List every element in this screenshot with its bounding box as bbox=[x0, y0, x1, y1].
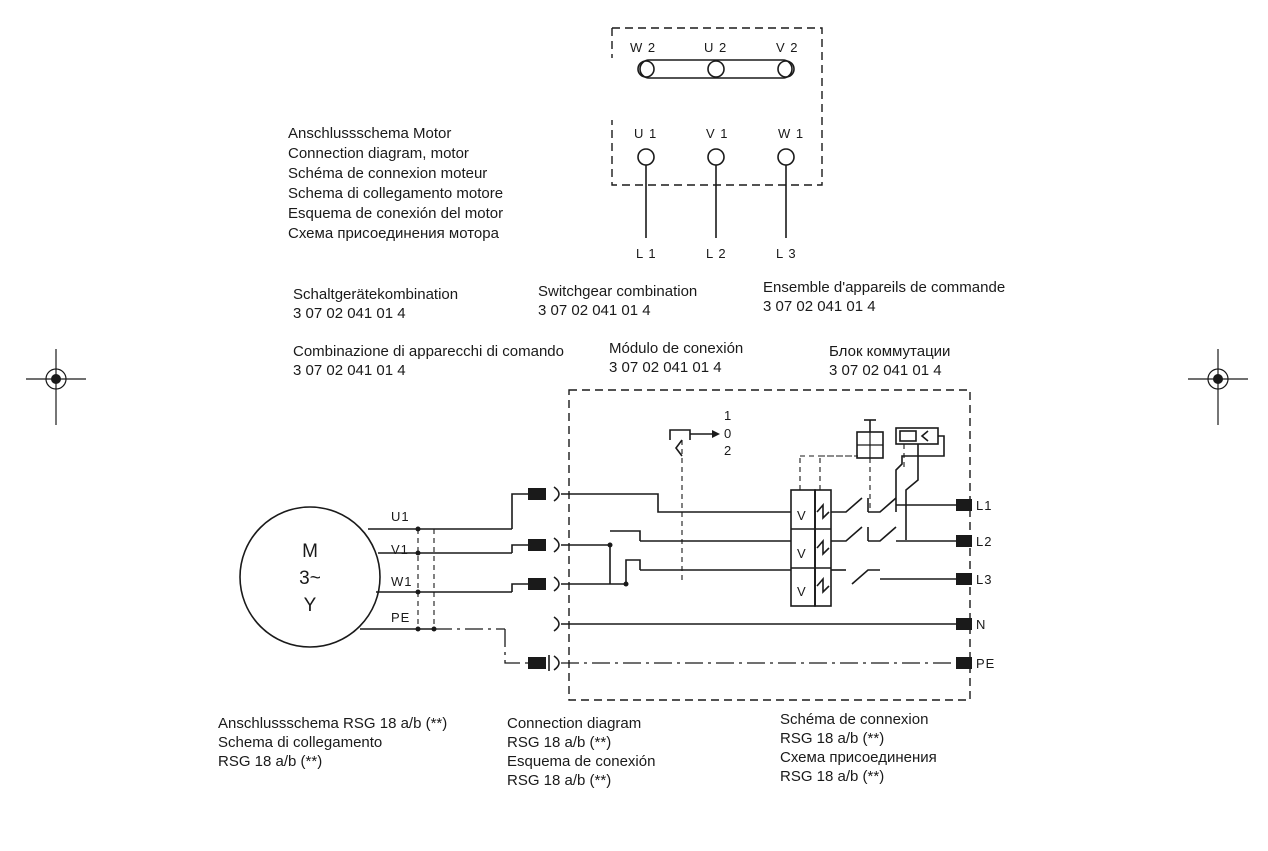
switchgear-name-it: Combinazione di apparecchi di comando bbox=[293, 343, 564, 360]
caption-right-4: RSG 18 a/b (**) bbox=[780, 768, 884, 785]
registration-mark-left bbox=[26, 349, 86, 425]
selector-position-0: 0 bbox=[724, 426, 732, 441]
lead-label-v1: V1 bbox=[391, 542, 409, 557]
motor-caption-en: Connection diagram, motor bbox=[288, 145, 469, 162]
switchgear-labels: Schaltgerätekombination 3 07 02 041 01 4… bbox=[293, 279, 1005, 379]
switchgear-name-fr: Ensemble d'appareils de commande bbox=[763, 279, 1005, 296]
terminal-label-w1: W 1 bbox=[778, 126, 804, 141]
switchgear-boundary bbox=[568, 389, 971, 701]
terminal-label-u2: U 2 bbox=[704, 40, 727, 55]
motor-caption-fr: Schéma de connexion moteur bbox=[288, 165, 487, 182]
relay-mark-1: V bbox=[797, 508, 807, 523]
selector-position-2: 2 bbox=[724, 443, 732, 458]
caption-left-1: Anschlussschema RSG 18 a/b (**) bbox=[218, 715, 447, 732]
caption-left-3: RSG 18 a/b (**) bbox=[218, 753, 322, 770]
switchgear-code-de: 3 07 02 041 01 4 bbox=[293, 305, 406, 322]
caption-middle-1: Connection diagram bbox=[507, 715, 641, 732]
motor-symbol-phase: 3~ bbox=[299, 568, 321, 589]
caption-left-2: Schema di collegamento bbox=[218, 734, 382, 751]
selector-position-1: 1 bbox=[724, 408, 732, 423]
switchgear-code-es: 3 07 02 041 01 4 bbox=[609, 359, 722, 376]
motor-terminal-box: W 2 U 2 V 2 U 1 V 1 W 1 L 1 L 2 L 3 bbox=[611, 27, 823, 261]
terminal-label-u1: U 1 bbox=[634, 126, 657, 141]
switchgear-name-de: Schaltgerätekombination bbox=[293, 286, 458, 303]
motor-leads: U1 V1 W1 PE bbox=[360, 493, 528, 664]
motor-caption-de: Anschlussschema Motor bbox=[288, 125, 451, 142]
switchgear-code-fr: 3 07 02 041 01 4 bbox=[763, 298, 876, 315]
motor-caption-es: Esquema de conexión del motor bbox=[288, 205, 503, 222]
caption-middle-3: Esquema de conexión bbox=[507, 753, 655, 770]
supply-label-pe: PE bbox=[976, 656, 995, 671]
terminal-label-w2: W 2 bbox=[630, 40, 656, 55]
caption-right-1: Schéma de connexion bbox=[780, 711, 928, 728]
relay-mark-3: V bbox=[797, 584, 807, 599]
switchgear-name-ru: Блок коммутации bbox=[829, 343, 950, 360]
relay-mark-2: V bbox=[797, 546, 807, 561]
switchgear-name-en: Switchgear combination bbox=[538, 283, 697, 300]
supply-terminals: L1 L2 L3 N PE bbox=[956, 498, 995, 671]
line-label-l1: L 1 bbox=[636, 246, 657, 261]
motor-caption-ru: Схема присоединения мотора bbox=[288, 225, 500, 242]
switchgear-code-it: 3 07 02 041 01 4 bbox=[293, 362, 406, 379]
supply-label-l2: L2 bbox=[976, 534, 992, 549]
caption-right-2: RSG 18 a/b (**) bbox=[780, 730, 884, 747]
motor-caption: Anschlussschema Motor Connection diagram… bbox=[288, 125, 503, 242]
caption-middle-4: RSG 18 a/b (**) bbox=[507, 772, 611, 789]
bottom-captions: Anschlussschema RSG 18 a/b (**) Schema d… bbox=[218, 711, 937, 789]
terminal-label-v1: V 1 bbox=[706, 126, 729, 141]
switchgear-code-en: 3 07 02 041 01 4 bbox=[538, 302, 651, 319]
registration-mark-right bbox=[1188, 349, 1248, 425]
lead-label-pe: PE bbox=[391, 610, 410, 625]
motor-symbol: M 3~ Y bbox=[239, 506, 381, 648]
caption-right-3: Схема присоединения bbox=[780, 749, 937, 766]
motor-connectors bbox=[528, 486, 560, 671]
switchgear-name-es: Módulo de conexión bbox=[609, 340, 743, 357]
lead-label-u1: U1 bbox=[391, 509, 410, 524]
motor-symbol-m: M bbox=[302, 541, 318, 562]
motor-caption-it: Schema di collegamento motore bbox=[288, 185, 503, 202]
internal-wiring: 1 0 2 V V V bbox=[561, 408, 956, 664]
supply-label-l3: L3 bbox=[976, 572, 992, 587]
supply-label-l1: L1 bbox=[976, 498, 992, 513]
motor-symbol-y: Y bbox=[304, 595, 317, 616]
caption-middle-2: RSG 18 a/b (**) bbox=[507, 734, 611, 751]
switchgear-code-ru: 3 07 02 041 01 4 bbox=[829, 362, 942, 379]
lead-label-w1: W1 bbox=[391, 574, 413, 589]
line-label-l3: L 3 bbox=[776, 246, 797, 261]
supply-label-n: N bbox=[976, 617, 986, 632]
terminal-label-v2: V 2 bbox=[776, 40, 799, 55]
line-label-l2: L 2 bbox=[706, 246, 727, 261]
